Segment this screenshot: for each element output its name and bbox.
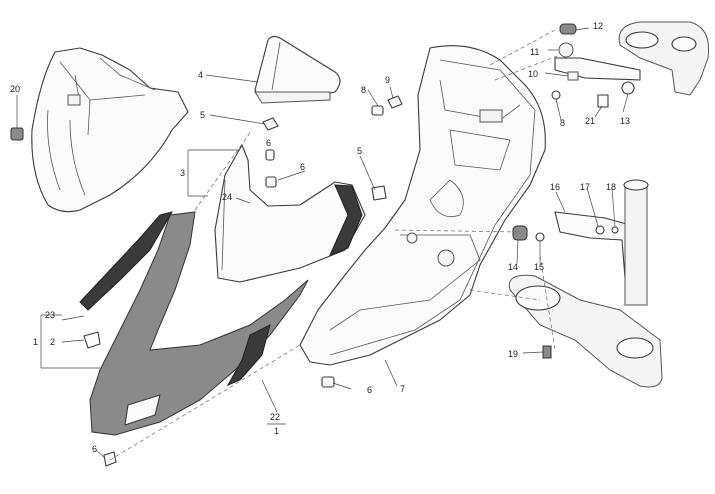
front-fairing-nose	[79, 211, 309, 436]
callout-15: 15	[534, 262, 544, 272]
callout-3: 3	[180, 168, 185, 178]
callout-6-upper-stack: 6	[266, 138, 271, 148]
bracket-upper	[489, 23, 641, 108]
callout-22: 22	[270, 412, 280, 422]
fork-clamp-lower	[508, 274, 663, 388]
callout-12: 12	[593, 21, 603, 31]
callout-5-upper: 5	[200, 110, 205, 120]
screw-5-upper	[209, 114, 279, 131]
fork-clamp-upper	[618, 21, 710, 96]
callout-22-sub: 1	[274, 426, 279, 436]
headlight-assembly	[31, 47, 189, 213]
callout-9: 9	[385, 75, 390, 85]
screw-5-bottom	[103, 451, 117, 467]
headlight-fairing-shell	[299, 45, 546, 366]
callout-1: 1	[33, 337, 38, 347]
clip-2	[61, 331, 101, 349]
callout-13: 13	[620, 116, 630, 126]
callout-24: 24	[222, 192, 232, 202]
callout-14: 14	[508, 262, 518, 272]
callout-8-right: 8	[560, 118, 565, 128]
bolt-19	[542, 345, 552, 359]
callout-6-upper: 6	[300, 162, 305, 172]
fork-tube	[623, 179, 649, 306]
nut-6-lower	[321, 376, 335, 388]
callout-7: 7	[400, 384, 405, 394]
callout-18: 18	[606, 182, 616, 192]
clip-5-mid	[371, 185, 387, 201]
nut-6-upper	[265, 149, 277, 188]
callout-20: 20	[10, 84, 20, 94]
leader-lines	[40, 27, 629, 461]
callout-5-mid: 5	[357, 146, 362, 156]
callout-21: 21	[585, 116, 595, 126]
callout-16: 16	[550, 182, 560, 192]
windscreen	[254, 35, 341, 104]
callout-labels: 1 2 3 4 5 5 6 6 7 8 8 9 10 11 12 13 14 1…	[10, 21, 630, 454]
bolt-20	[10, 95, 24, 141]
inner-panel	[214, 144, 366, 283]
callout-8-left: 8	[361, 85, 366, 95]
callout-2: 2	[50, 337, 55, 347]
callout-11: 11	[530, 47, 539, 57]
nut-8-9	[371, 95, 403, 116]
callout-10: 10	[528, 69, 538, 79]
callout-19: 19	[508, 349, 518, 359]
callout-6-lower: 6	[367, 385, 372, 395]
bracket-lower	[512, 211, 636, 279]
callout-4: 4	[198, 70, 203, 80]
callout-6-bottom: 6	[92, 444, 97, 454]
callout-23: 23	[45, 310, 55, 320]
callout-17: 17	[580, 182, 590, 192]
